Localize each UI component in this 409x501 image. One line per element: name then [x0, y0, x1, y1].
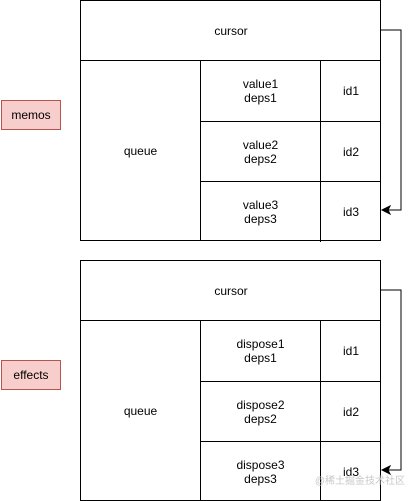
memos-queue-cell: queue [81, 61, 201, 241]
memos-cursor-arrow [381, 29, 402, 211]
effects-queue-entry: dispose3 deps3 id3 [201, 441, 381, 501]
memos-queue-entry: value3 deps3 id3 [201, 181, 381, 242]
effects-entry-value-cell: dispose1 deps1 [201, 321, 321, 381]
memos-entry-id: id2 [342, 145, 359, 159]
memos-entry-deps: deps3 [244, 212, 277, 226]
effects-entry-value-cell: dispose2 deps2 [201, 382, 321, 442]
effects-cursor-arrow [381, 289, 402, 471]
memos-entry-value-cell: value3 deps3 [201, 182, 321, 242]
effects-queue-cell: queue [81, 321, 201, 501]
effects-entry-id: id2 [342, 405, 359, 419]
effects-entry-deps: deps3 [244, 472, 277, 486]
memos-queue-entry: value2 deps2 id2 [201, 121, 381, 182]
effects-entry-id: id1 [342, 344, 359, 358]
memos-entry-deps: deps1 [244, 91, 277, 105]
effects-structure: cursor queue dispose1 deps1 id1 dispose2… [80, 260, 381, 501]
memos-label: memos [1, 100, 61, 130]
effects-entry-value: dispose2 [236, 398, 285, 412]
memos-cursor-cell: cursor [81, 1, 381, 61]
effects-entry-id: id3 [342, 465, 359, 479]
memos-entry-id: id1 [342, 84, 359, 98]
memos-entry-value: value3 [242, 198, 279, 212]
memos-entry-value-cell: value1 deps1 [201, 61, 321, 121]
effects-cursor-cell: cursor [81, 261, 381, 321]
memos-entry-id: id3 [342, 205, 359, 219]
memos-entry-deps: deps2 [244, 152, 277, 166]
effects-label: effects [1, 360, 61, 390]
memos-arrowhead [380, 204, 392, 216]
watermark: @稀土掘金技术社区 [314, 476, 405, 487]
effects-entry-deps: deps1 [244, 351, 277, 365]
memos-entry-value: value2 [242, 138, 279, 152]
effects-queue-entry: dispose2 deps2 id2 [201, 381, 381, 442]
effects-entry-value: dispose1 [236, 337, 285, 351]
effects-entry-value: dispose3 [236, 458, 285, 472]
effects-entry-value-cell: dispose3 deps3 [201, 442, 321, 501]
memos-entry-value: value1 [242, 77, 279, 91]
effects-queue-entry: dispose1 deps1 id1 [201, 321, 381, 381]
effects-arrowhead [380, 464, 392, 476]
memos-structure: cursor queue value1 deps1 id1 value2 dep… [80, 0, 381, 242]
memos-entry-value-cell: value2 deps2 [201, 122, 321, 182]
effects-entry-deps: deps2 [244, 412, 277, 426]
memos-queue-entry: value1 deps1 id1 [201, 61, 381, 121]
